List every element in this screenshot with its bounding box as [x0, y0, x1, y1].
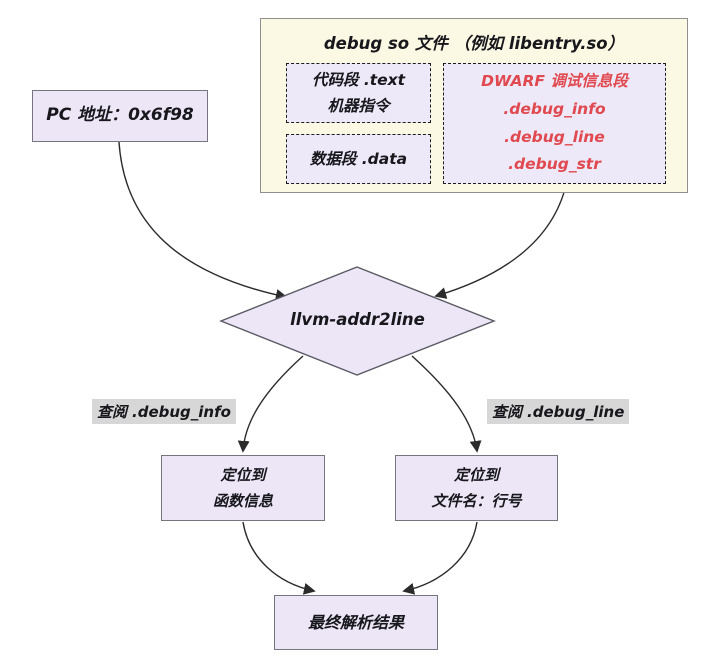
decision-diamond-shape [219, 266, 496, 376]
edge-label-debug-line-prefix: 查阅 [492, 403, 523, 421]
decision-label: llvm-addr2line [290, 310, 425, 329]
dwarf-section-title: DWARF 调试信息段 [481, 71, 628, 90]
text-section-box: 代码段 .text 机器指令 [286, 63, 431, 123]
edge-label-debug-info: 查阅.debug_info [92, 399, 236, 424]
edge-dwarf-to-addr2line [434, 184, 567, 299]
file-line-box: 定位到 文件名：行号 [395, 455, 558, 521]
dwarf-entry-debug-line: .debug_line [504, 127, 605, 146]
edge-label-debug-info-prefix: 查阅 [97, 403, 128, 421]
edge-label-debug-info-code: .debug_info [132, 403, 231, 421]
so-file-container: debug so 文件 （例如 libentry.so） 代码段 .text 机… [260, 18, 688, 193]
so-file-title: debug so 文件 （例如 libentry.so） [323, 34, 625, 53]
function-info-line1: 定位到 [220, 465, 266, 484]
data-section-label: 数据段 .data [309, 149, 408, 168]
function-info-line2: 函数信息 [212, 492, 273, 510]
edge-label-debug-line-code: .debug_line [527, 403, 625, 421]
dwarf-entry-debug-info: .debug_info [503, 99, 606, 118]
final-result-label: 最终解析结果 [307, 612, 404, 632]
edge-label-debug-line: 查阅.debug_line [487, 399, 630, 424]
pc-address-label: PC 地址：0x6f98 [46, 105, 194, 126]
dwarf-entry-debug-str: .debug_str [508, 155, 601, 174]
edge-addr2line-to-file-line [411, 355, 482, 453]
function-info-box: 定位到 函数信息 [161, 455, 325, 521]
pc-address-box: PC 地址：0x6f98 [32, 90, 208, 142]
file-line-line2: 文件名：行号 [431, 492, 522, 510]
dwarf-section-box: DWARF 调试信息段 .debug_info .debug_line .deb… [443, 63, 666, 184]
text-section-line1: 代码段 .text [311, 70, 406, 89]
edge-function-info-to-final [242, 521, 316, 595]
edge-pc-to-addr2line [118, 141, 288, 301]
edge-file-line-to-final [402, 521, 478, 595]
final-result-box: 最终解析结果 [274, 595, 438, 650]
text-section-line2: 机器指令 [327, 97, 390, 115]
file-line-line1: 定位到 [453, 465, 499, 484]
edge-addr2line-to-function-info [237, 355, 304, 453]
data-section-box: 数据段 .data [286, 134, 431, 184]
